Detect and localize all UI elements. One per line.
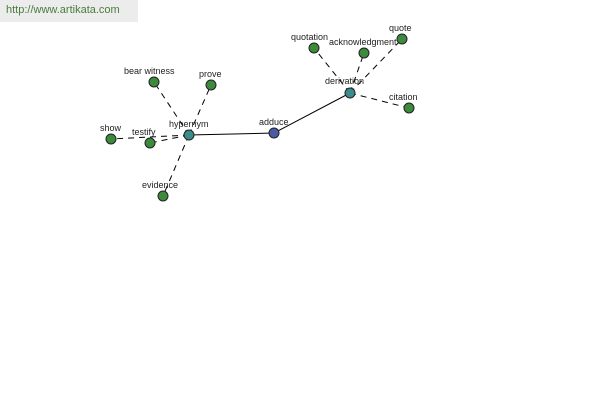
labels-layer: adduce hypernym derivation bear witness prov… — [100, 23, 418, 190]
edge-adduce-hypernym — [188, 132, 275, 136]
node-label-prove: prove — [199, 69, 222, 79]
node-adduce[interactable] — [268, 127, 280, 139]
edges-layer — [110, 38, 410, 197]
edge-derivation-acknowledgment — [349, 52, 365, 94]
node-derivation[interactable] — [344, 87, 356, 99]
edge-derivation-quotation — [313, 47, 351, 94]
edge-hypernym-testify — [149, 134, 190, 144]
node-show[interactable] — [105, 133, 117, 145]
edge-derivation-quote — [349, 38, 403, 94]
node-label-show: show — [100, 123, 122, 133]
node-quote[interactable] — [396, 33, 408, 45]
node-prove[interactable] — [205, 79, 217, 91]
node-label-adduce: adduce — [259, 117, 289, 127]
node-quotation[interactable] — [308, 42, 320, 54]
node-label-quote: quote — [389, 23, 412, 33]
node-label-testify: testify — [132, 127, 156, 137]
node-hypernym[interactable] — [183, 129, 195, 141]
node-label-acknowledgment: acknowledgment — [329, 37, 397, 47]
node-label-citation: citation — [389, 92, 418, 102]
node-label-bear-witness: bear witness — [124, 66, 175, 76]
node-citation[interactable] — [403, 102, 415, 114]
watermark-text: http://www.artikata.com — [6, 4, 120, 16]
node-testify[interactable] — [144, 137, 156, 149]
node-evidence[interactable] — [157, 190, 169, 202]
node-acknowledgment[interactable] — [358, 47, 370, 59]
nodes-layer — [105, 33, 415, 202]
edge-adduce-derivation — [273, 92, 351, 134]
edge-hypernym-evidence — [162, 134, 190, 197]
node-label-derivation: derivation — [325, 76, 364, 86]
node-label-evidence: evidence — [142, 180, 178, 190]
node-label-quotation: quotation — [291, 32, 328, 42]
node-bear-witness[interactable] — [148, 76, 160, 88]
watermark-banner: http://www.artikata.com — [0, 0, 138, 22]
edge-hypernym-show — [110, 134, 190, 140]
edge-hypernym-prove — [188, 84, 212, 136]
node-label-hypernym: hypernym — [169, 119, 209, 129]
